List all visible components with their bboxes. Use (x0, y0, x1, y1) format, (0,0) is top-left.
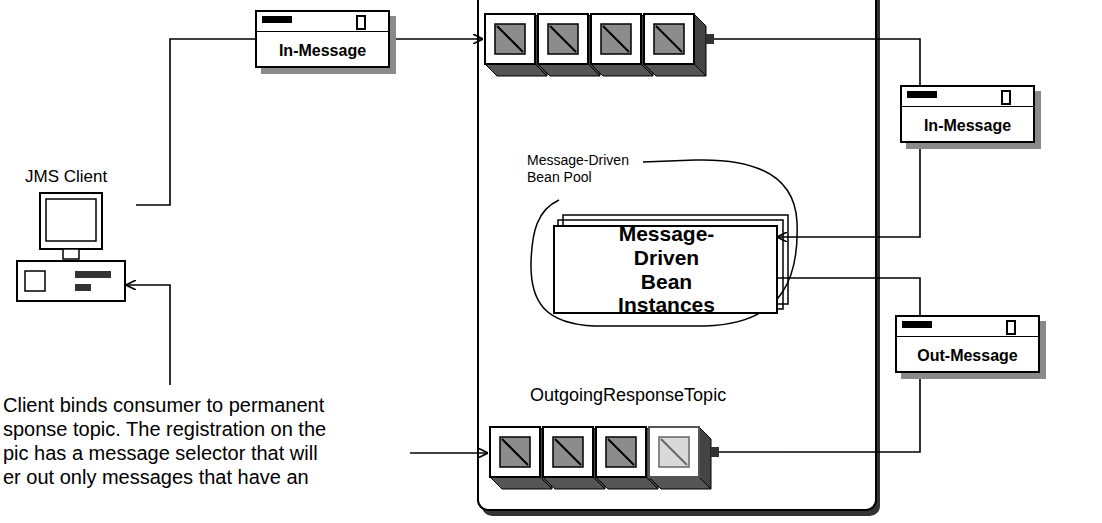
monitor (40, 193, 102, 249)
connector (781, 373, 920, 452)
screen (46, 199, 96, 241)
envelope-slot (1006, 320, 1016, 335)
queue-wire (719, 451, 781, 453)
note-text: sponse topic. The registration on the (3, 418, 326, 440)
drive-slot (75, 271, 111, 278)
leader-line (127, 285, 170, 385)
envelope-rule (897, 336, 1038, 337)
drive-slot (75, 284, 91, 291)
envelope-bar (262, 16, 292, 23)
leader-line (410, 452, 487, 454)
panel (25, 271, 45, 291)
message-envelope-text: In-Message (279, 42, 366, 60)
message-envelope: In-Message (900, 85, 1035, 143)
message-envelope: Out-Message (895, 315, 1040, 373)
queue-end (711, 447, 719, 457)
envelope-bar (902, 321, 932, 328)
bean-instances: Message-Driven Bean Instances (553, 225, 778, 314)
note-text: Client binds consumer to permanent (3, 394, 324, 416)
response-topic: OutgoingResponseTopic (485, 383, 781, 498)
queue-wire (714, 39, 920, 85)
jms-client: JMS Client (15, 165, 136, 310)
bean-pool-text: Message-Driven Bean Pool (525, 152, 639, 186)
container-outline (478, 0, 876, 510)
note-line: Client binds consumer to permanent (3, 393, 324, 417)
note-line: sponse topic. The registration on the (3, 417, 326, 441)
message-envelope: In-Message (255, 10, 390, 68)
queue-arrow (392, 38, 482, 40)
message-envelope-text: Out-Message (917, 347, 1017, 365)
note-line: er out only messages that have an (3, 465, 309, 489)
jms-client-text: JMS Client (15, 165, 136, 187)
envelope-slot (356, 15, 366, 30)
bean-instances-text: Message-Driven Bean Instances (609, 222, 723, 316)
bean-pool: Message-Driven Bean PoolMessage-Driven B… (525, 152, 800, 332)
envelope-rule (902, 106, 1033, 107)
monitor-stand (63, 249, 79, 259)
response-topic-text: OutgoingResponseTopic (530, 383, 781, 406)
client-drawing (15, 165, 130, 310)
note-line: pic has a message selector that will (3, 441, 318, 465)
note-text: er out only messages that have an (3, 466, 309, 488)
connector (778, 143, 920, 237)
queue-cell (649, 427, 711, 489)
message-envelope-text: In-Message (924, 117, 1011, 135)
computer-base (17, 261, 125, 301)
note-text: pic has a message selector that will (3, 442, 318, 464)
connector (778, 278, 920, 315)
envelope-rule (257, 31, 388, 32)
incoming-queue (485, 14, 714, 76)
envelope-slot (1001, 90, 1011, 105)
envelope-bar (907, 91, 937, 98)
connector (136, 39, 255, 205)
